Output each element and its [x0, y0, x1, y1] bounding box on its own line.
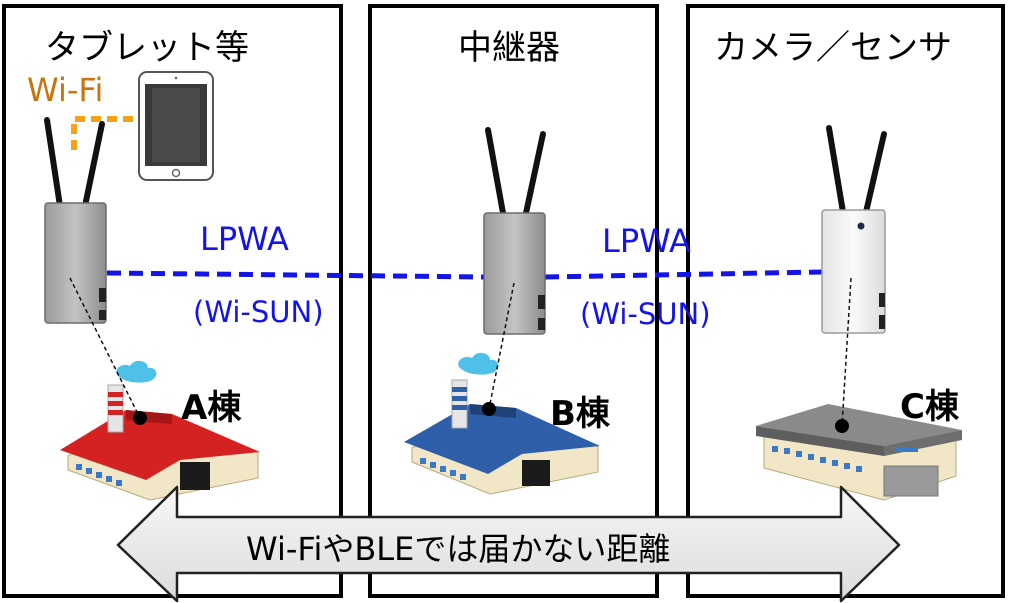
building-label-c: C棟 — [900, 387, 959, 427]
lpwa-sublabel-1: (Wi-SUN) — [193, 295, 324, 329]
connector-b — [482, 282, 515, 416]
building-label-a: A棟 — [181, 388, 242, 428]
connector-a — [69, 277, 147, 425]
lpwa-device-c-icon — [821, 125, 887, 334]
lpwa-label-1: LPWA — [200, 220, 289, 258]
wifi-label: Wi-Fi — [27, 71, 104, 109]
building-label-b: B棟 — [550, 394, 610, 434]
panel-relay — [368, 4, 659, 598]
factory-a-icon — [60, 360, 260, 501]
lpwa-link-1 — [106, 270, 486, 280]
lpwa-link-2 — [544, 269, 823, 280]
panel-title-tablet: タブレット等 — [45, 28, 249, 68]
lpwa-device-a-icon — [44, 117, 107, 324]
wifi-link — [71, 116, 140, 150]
panel-title-camera-sensor: カメラ／センサ — [714, 28, 952, 68]
distance-arrow-label: Wi-FiやBLEでは届かない距離 — [246, 530, 671, 568]
lpwa-device-b-icon — [483, 127, 546, 335]
distance-arrow — [116, 485, 901, 603]
lpwa-label-2: LPWA — [602, 222, 691, 260]
connector-c — [835, 277, 852, 433]
lpwa-sublabel-2: (Wi-SUN) — [580, 297, 711, 331]
panel-title-relay: 中継器 — [458, 28, 560, 68]
tablet-icon — [138, 71, 214, 181]
factory-c-icon — [756, 404, 962, 501]
